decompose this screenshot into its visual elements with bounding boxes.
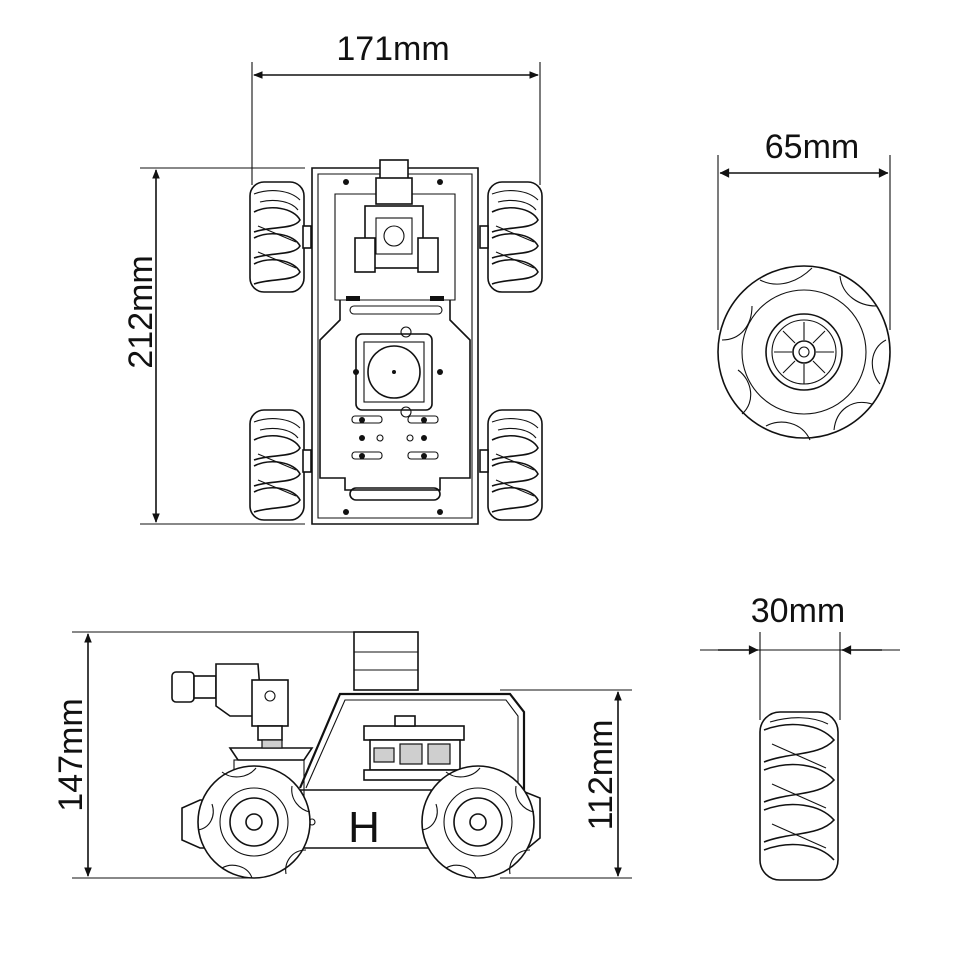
wheel-rear-side (421, 765, 535, 879)
camera (171, 671, 195, 703)
wheel-width-view: 30mm (700, 592, 900, 881)
wheel-front-right (487, 181, 543, 293)
wheel-side-view: 65mm (717, 128, 891, 441)
chassis-plate-outline (311, 167, 479, 525)
top-view: 171mm 212mm (122, 30, 543, 525)
logo-h: H (348, 803, 380, 852)
wheel-front-side (197, 765, 311, 879)
wheel-front-left (249, 181, 305, 293)
dimension-label-width: 171mm (336, 30, 449, 68)
dimension-label-height: 147mm (52, 698, 90, 811)
wheel-rear-left (249, 409, 305, 521)
dimension-label-length: 212mm (122, 255, 160, 368)
control-board (363, 725, 465, 741)
dimension-label-wheel-width: 30mm (751, 592, 845, 630)
side-view: 147mm 112mm H (52, 631, 632, 879)
dimension-label-body-height: 112mm (582, 720, 620, 831)
dimension-label-wheel-diameter: 65mm (765, 128, 859, 166)
lidar (353, 631, 419, 691)
wheel-rear-right (487, 409, 543, 521)
